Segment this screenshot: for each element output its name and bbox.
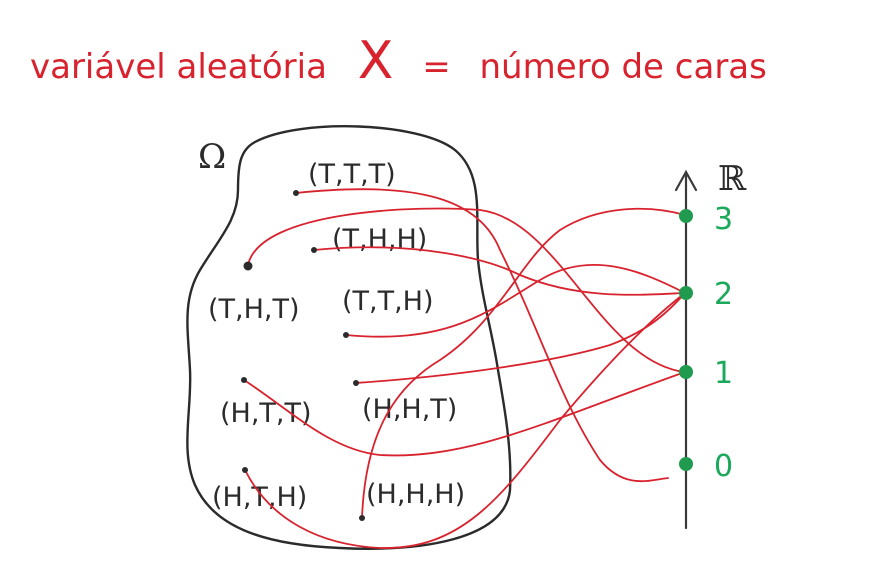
arrow-up-icon <box>674 169 698 192</box>
outcome-ttt-dot <box>293 190 299 196</box>
outcome-tth-label: (T,T,H) <box>342 286 434 317</box>
outcome-thh-dot <box>311 247 317 253</box>
outcome-thh-label: (T,H,H) <box>332 224 427 255</box>
outcome-htt-label: (H,T,T) <box>220 398 312 429</box>
outcome-tht-dot <box>243 261 253 271</box>
omega-symbol: Ω <box>198 137 226 177</box>
title-symbol: X <box>358 31 394 91</box>
outcome-hth-dot <box>242 467 248 473</box>
map-hhh-to-3 <box>361 207 686 519</box>
map-tht-to-1 <box>247 207 685 373</box>
value-dot-0 <box>679 457 693 471</box>
title: variável aleatória X = número de caras <box>30 31 767 91</box>
outcome-tth-dot <box>343 332 349 338</box>
outcome-hht-label: (H,H,T) <box>362 394 457 425</box>
value-label-1: 1 <box>714 356 733 391</box>
title-prefix: variável aleatória <box>30 47 327 87</box>
map-tth-to-1 <box>345 264 686 338</box>
title-equals: = <box>422 47 451 87</box>
outcome-tht-label: (T,H,T) <box>208 294 300 325</box>
outcome-hhh-dot <box>359 515 365 521</box>
map-ttt-to-0 <box>295 188 669 483</box>
outcome-ttt-label: (T,T,T) <box>308 159 396 190</box>
value-dot-2 <box>679 286 693 300</box>
value-label-3: 3 <box>714 202 733 237</box>
value-dot-3 <box>679 209 693 223</box>
value-dot-1 <box>679 365 693 379</box>
map-hht-to-2 <box>355 292 686 384</box>
outcome-hht-dot <box>353 380 359 386</box>
real-numbers-symbol: ℝ <box>718 159 747 199</box>
value-label-0: 0 <box>714 449 733 484</box>
map-htt-to-1 <box>243 371 686 457</box>
map-hth-to-2 <box>244 292 686 549</box>
outcome-htt-dot <box>241 377 247 383</box>
title-suffix: número de caras <box>480 47 767 87</box>
outcome-hth-label: (H,T,H) <box>212 482 307 513</box>
value-label-2: 2 <box>714 277 733 312</box>
outcome-hhh-label: (H,H,H) <box>366 479 465 510</box>
mapping-lines <box>243 188 686 549</box>
